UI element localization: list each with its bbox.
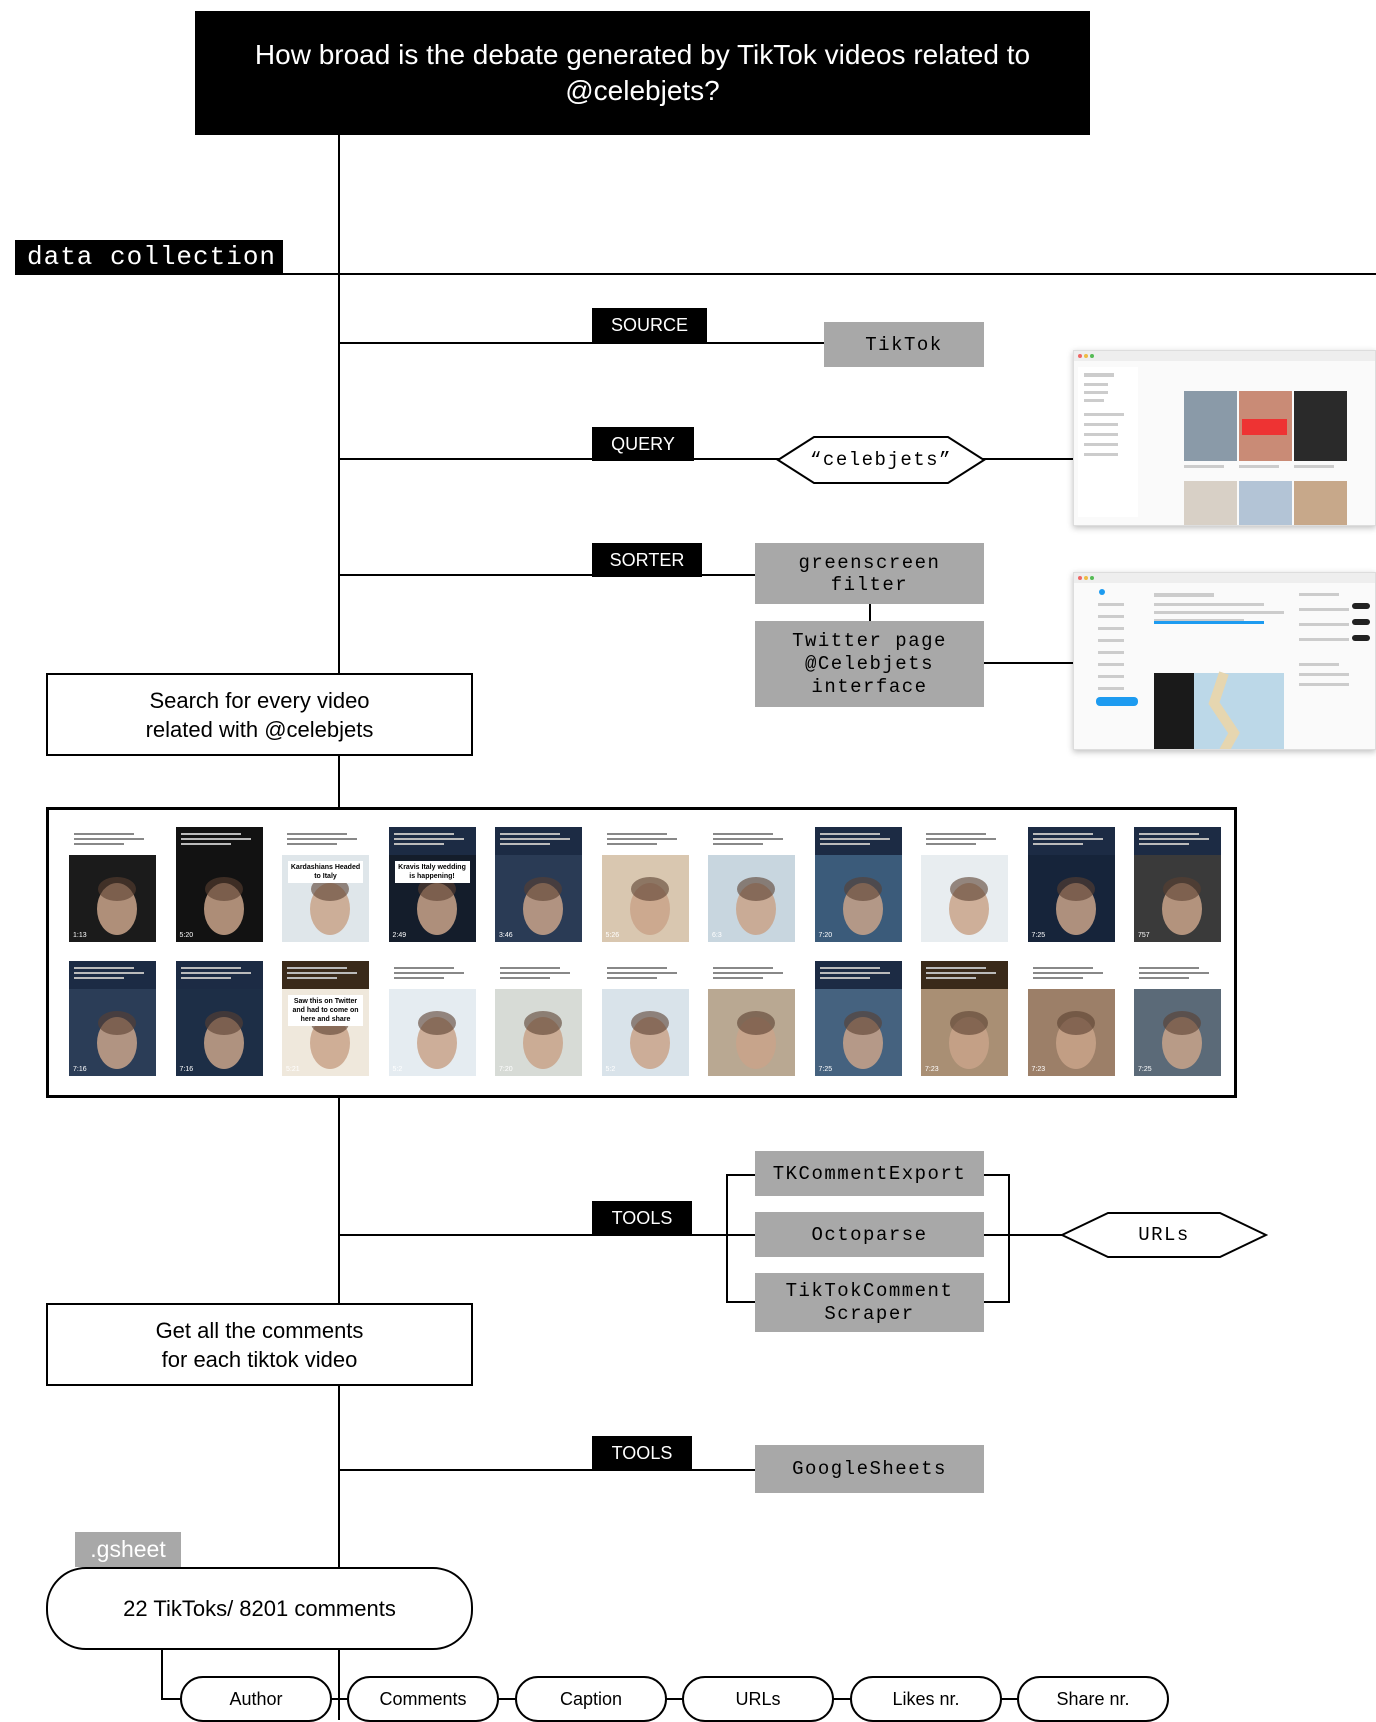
video-duration: 5:2: [392, 1066, 403, 1073]
tools-to-urls-connector: [983, 1234, 1063, 1236]
tools1-connector: [340, 1234, 755, 1236]
video-thumbnail: 2:49 Kravis Italy wedding is happening!: [388, 827, 476, 942]
query-to-screenshot-connector: [980, 458, 1075, 460]
tool-tkcommentexport: TKCommentExport: [755, 1151, 984, 1196]
field-shares: Share nr.: [1017, 1676, 1169, 1722]
field-caption: Caption: [515, 1676, 667, 1722]
video-thumbnail: [921, 827, 1008, 942]
video-thumbnails-grid: 1:13 5:20 Kardashians Headed to Italy 2:49 K…: [46, 807, 1237, 1098]
gsheet-file-tag: .gsheet: [75, 1532, 181, 1567]
video-duration: 3:46: [499, 932, 513, 939]
video-thumbnail: 5:2: [388, 961, 476, 1076]
sorter-tag: SORTER: [592, 543, 702, 577]
section-label: data collection: [15, 240, 283, 275]
tools-tag-2: TOOLS: [592, 1436, 692, 1470]
sorter-connector: [340, 574, 755, 576]
video-duration: 1:13: [73, 932, 87, 939]
result-to-fields-connector: [161, 1650, 163, 1700]
video-duration: 7:16: [73, 1066, 87, 1073]
video-thumbnail: 7:20: [814, 827, 902, 942]
section-divider-line: [15, 273, 1376, 275]
twitter-page-screenshot: [1073, 572, 1376, 750]
tools1-right-bracket: [1008, 1174, 1010, 1302]
tools1-bracket-bottom: [726, 1301, 756, 1303]
video-duration: 7:23: [1031, 1066, 1046, 1073]
video-thumbnail: 7:25: [1027, 827, 1115, 942]
sorter-vertical-connector: [869, 604, 871, 621]
result-summary: 22 TikToks/ 8201 comments: [46, 1567, 473, 1650]
urls-output: URLs: [1138, 1224, 1190, 1246]
video-duration: 5:2: [605, 1066, 616, 1073]
tools1-left-bracket: [726, 1174, 728, 1302]
video-thumbnail: 7:16: [175, 961, 263, 1076]
tool-googlesheets: GoogleSheets: [755, 1445, 984, 1493]
video-thumbnail: Kardashians Headed to Italy: [282, 827, 369, 942]
video-thumbnail: 757: [1134, 827, 1221, 942]
video-duration: 5:26: [605, 932, 620, 939]
tool-tiktokcommentscraper: TikTokComment Scraper: [755, 1273, 984, 1332]
video-thumbnail: 5:26: [601, 827, 689, 942]
get-comments-step: Get all the comments for each tiktok vid…: [46, 1303, 473, 1386]
tool-octoparse: Octoparse: [755, 1212, 984, 1257]
video-thumbnail: 7:16: [69, 961, 156, 1076]
field-author: Author: [180, 1676, 332, 1722]
field-comments: Comments: [347, 1676, 499, 1722]
video-thumbnail: 1:13: [69, 827, 156, 942]
video-thumbnail: 7:20: [495, 961, 582, 1076]
video-thumbnail: [708, 961, 795, 1076]
tools1-right-bracket-top: [983, 1174, 1010, 1176]
greenscreen-filter-box: greenscreen filter: [755, 543, 984, 604]
video-duration: 6:3: [712, 932, 722, 939]
urls-hexagon: [1060, 1212, 1268, 1258]
tools1-right-bracket-bottom: [983, 1301, 1010, 1303]
video-thumbnail: 5:21 Saw this on Twitter and had to come …: [282, 961, 369, 1076]
twitter-page-box: Twitter page @Celebjets interface: [755, 621, 984, 707]
video-thumbnail: 7:25: [814, 961, 902, 1076]
video-thumbnail: 7:23: [921, 961, 1008, 1076]
video-thumbnail: 7:23: [1027, 961, 1115, 1076]
video-duration: 5:20: [179, 932, 194, 939]
tools2-connector: [340, 1469, 755, 1471]
source-connector: [340, 342, 825, 344]
video-thumbnail: 5:2: [601, 961, 689, 1076]
query-value: “celebjets”: [810, 449, 952, 471]
video-duration: 7:20: [499, 1066, 513, 1073]
video-duration: 7:25: [1138, 1066, 1152, 1073]
video-caption-overlay: Kravis Italy wedding is happening!: [394, 861, 470, 883]
video-duration: 7:16: [179, 1066, 194, 1073]
video-duration: 7:25: [818, 1066, 833, 1073]
video-duration: 757: [1138, 932, 1150, 939]
video-duration: 2:49: [392, 932, 407, 939]
video-duration: 7:25: [1031, 932, 1046, 939]
source-platform-box: TikTok: [824, 322, 984, 367]
video-thumbnail: 5:20: [175, 827, 263, 942]
video-caption-overlay: Saw this on Twitter and had to come on h…: [288, 995, 363, 1026]
search-to-thumbs-connector: [338, 756, 340, 808]
search-videos-step: Search for every video related with @cel…: [46, 673, 473, 756]
field-likes: Likes nr.: [850, 1676, 1002, 1722]
video-duration: 5:21: [286, 1066, 300, 1073]
query-connector: [340, 458, 780, 460]
video-thumbnail: 7:25: [1134, 961, 1221, 1076]
video-duration: 7:23: [925, 1066, 939, 1073]
tools1-bracket-top: [726, 1174, 756, 1176]
video-caption-overlay: Kardashians Headed to Italy: [288, 861, 363, 883]
video-thumbnail: 6:3: [708, 827, 795, 942]
field-urls: URLs: [682, 1676, 834, 1722]
research-question-title: How broad is the debate generated by Tik…: [195, 11, 1090, 135]
video-duration: 7:20: [818, 932, 833, 939]
tools-tag: TOOLS: [592, 1201, 692, 1235]
query-hexagon: [776, 436, 986, 484]
video-thumbnail: 3:46: [495, 827, 582, 942]
sorter-to-screenshot-connector: [983, 662, 1075, 664]
source-tag: SOURCE: [592, 308, 707, 342]
tiktok-search-screenshot: [1073, 350, 1376, 526]
query-tag: QUERY: [592, 427, 694, 461]
